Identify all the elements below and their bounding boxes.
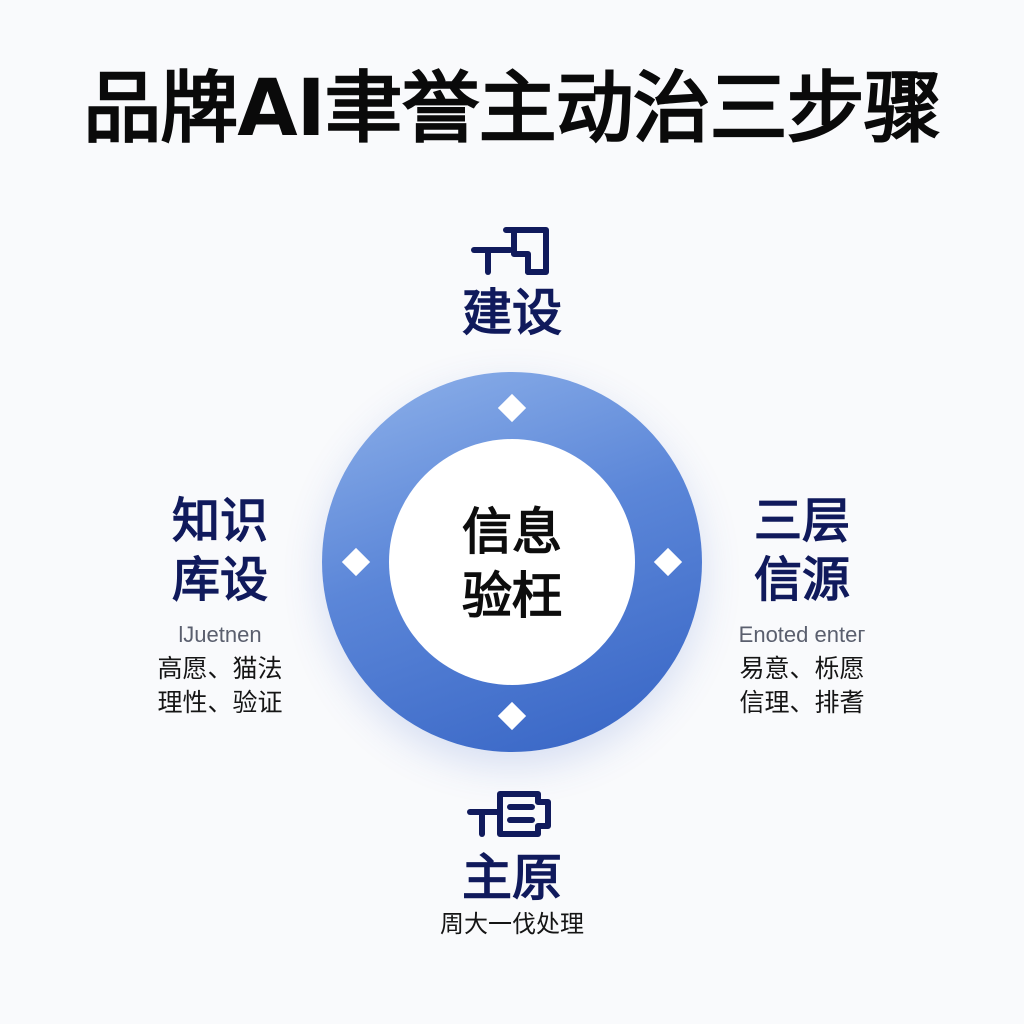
step-right-desc-line2: 信理、排耆 xyxy=(739,687,865,717)
step-right-label: 三层 信源 xyxy=(702,492,902,609)
step-bottom-description: 周大一伐处理 xyxy=(440,910,584,938)
step-right-description: 易意、栎愿 信理、排耆 xyxy=(692,652,912,720)
step-left-desc-line2: 理性、验证 xyxy=(157,687,283,717)
step-bottom-label: 主原 xyxy=(462,849,562,907)
step-top-label: 建设 xyxy=(462,284,562,342)
step-left-label-line1: 知识 xyxy=(171,493,268,549)
step-right-label-line1: 三层 xyxy=(753,493,850,549)
step-left-desc-line1: 高愿、猫法 xyxy=(157,654,283,683)
step-right-desc-line1: 易意、栎愿 xyxy=(739,654,865,683)
step-left-description: 高愿、猫法 理性、验证 xyxy=(110,652,330,720)
center-label-line1: 信息 xyxy=(462,503,562,561)
step-right-label-line2: 信源 xyxy=(753,551,850,608)
cycle-ring: 信息 验枉 xyxy=(322,372,702,752)
diagram-title: 品牌AI聿誉主动治三步骤 xyxy=(83,64,941,154)
step-left-subtitle: lJuetnen xyxy=(178,622,262,647)
step-left-label: 知识 库设 xyxy=(120,492,320,609)
center-label-line2: 验枉 xyxy=(462,567,562,625)
center-label: 信息 验枉 xyxy=(389,500,635,628)
step-left-label-line2: 库设 xyxy=(171,551,268,608)
ring-center xyxy=(389,439,635,685)
step-right-subtitle: Enoted entег xyxy=(738,622,866,647)
device-icon xyxy=(466,790,556,838)
presenter-icon xyxy=(470,226,554,278)
